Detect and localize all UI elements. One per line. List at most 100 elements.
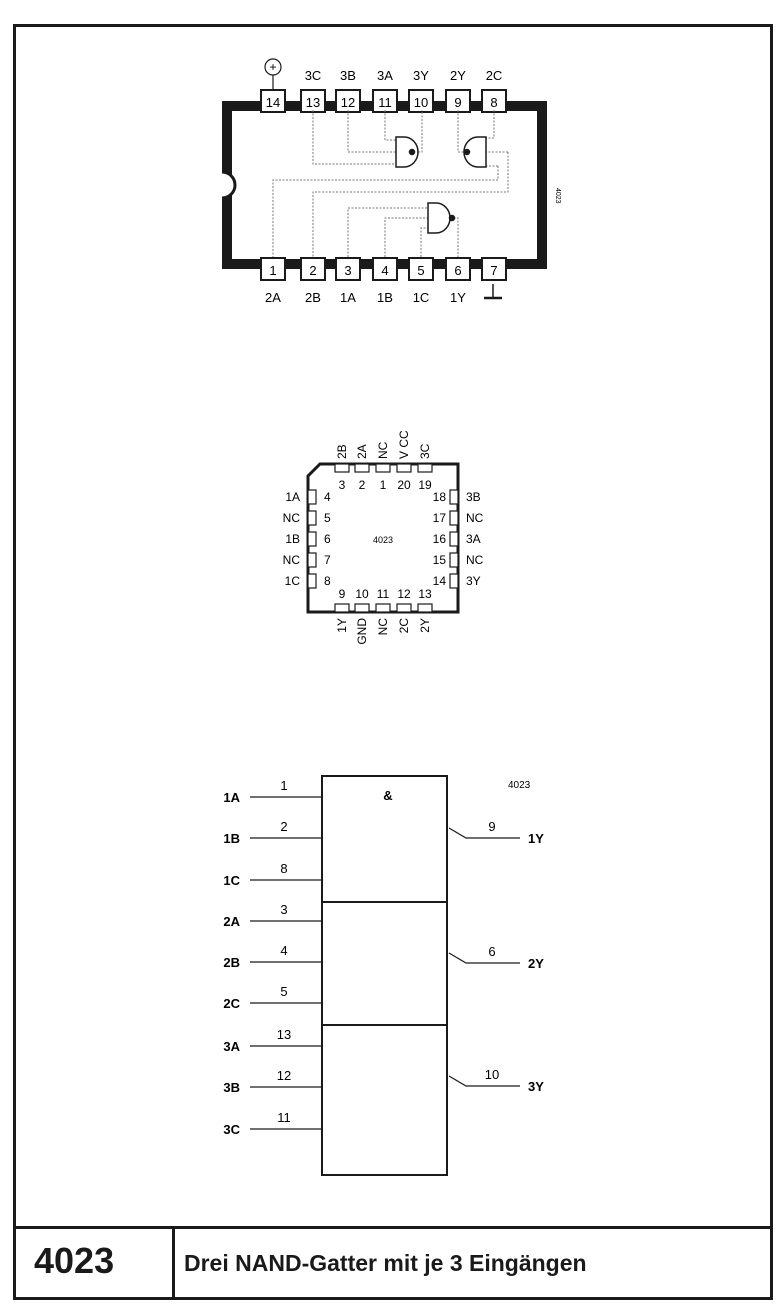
dip-pin-label: 3Y <box>413 68 429 83</box>
input-pin-number: 1 <box>280 778 287 793</box>
dip-pin-number: 13 <box>306 95 320 110</box>
ground-icon <box>484 284 502 300</box>
footer-bar <box>13 1226 773 1300</box>
input-pin-number: 8 <box>280 861 287 876</box>
plcc-pad <box>449 531 459 547</box>
input-name: 3B <box>223 1080 240 1095</box>
input-name: 3C <box>223 1122 240 1137</box>
dip-pin-box <box>260 257 286 281</box>
logic-block <box>321 775 448 1176</box>
input-name: 2C <box>223 996 240 1011</box>
plcc-pad <box>307 552 317 568</box>
input-pin-number: 12 <box>277 1068 291 1083</box>
plcc-pin-label: NC <box>376 618 390 636</box>
dip-pin-label: 1B <box>377 290 393 305</box>
dip-pin-box <box>445 257 471 281</box>
dip-pin-number: 7 <box>490 263 497 278</box>
plcc-pin-number: 13 <box>418 587 432 601</box>
chip-title: Drei NAND-Gatter mit je 3 Eingängen <box>184 1250 587 1276</box>
dip-pin-number: 2 <box>309 263 316 278</box>
plcc-pin-label: 2Y <box>418 618 432 633</box>
dip-pin-label: 3A <box>377 68 393 83</box>
plcc-pin-number: 2 <box>359 478 366 492</box>
dip-notch <box>221 170 237 200</box>
plcc-pin-label: NC <box>283 553 301 567</box>
vcc-symbol: + <box>269 60 276 74</box>
plcc-pad <box>334 603 350 613</box>
output-pin-number: 9 <box>488 819 495 834</box>
dip-pin-label: 3B <box>340 68 356 83</box>
plcc-pin-label: 3A <box>466 532 481 546</box>
plcc-pin-label: 3Y <box>466 574 481 588</box>
plcc-pin-label: GND <box>355 618 369 645</box>
plcc-pad <box>354 463 370 473</box>
plcc-pad <box>449 552 459 568</box>
plcc-pin-label: NC <box>376 441 390 459</box>
dip-pin-label: 1C <box>413 290 430 305</box>
plcc-pin-number: 16 <box>433 532 447 546</box>
input-pin-number: 2 <box>280 819 287 834</box>
plcc-pin-label: 2A <box>355 444 369 459</box>
input-name: 2A <box>223 914 240 929</box>
output-name: 2Y <box>528 956 544 971</box>
output-line <box>448 952 520 964</box>
plcc-pin-label: NC <box>466 553 484 567</box>
plcc-pin-number: 8 <box>324 574 331 588</box>
plcc-pad <box>334 463 350 473</box>
plcc-pad <box>375 603 391 613</box>
input-pin-number: 11 <box>277 1110 291 1125</box>
dip-pin-number: 14 <box>266 95 280 110</box>
plcc-pad <box>396 463 412 473</box>
plcc-pin-number: 7 <box>324 553 331 567</box>
dip-pin-box <box>300 257 326 281</box>
input-name: 1A <box>223 790 240 805</box>
plcc-pin-label: 2C <box>397 618 411 634</box>
dip-pin-number: 10 <box>414 95 428 110</box>
input-name: 2B <box>223 955 240 970</box>
dip-pin-box <box>408 257 434 281</box>
logic-side-text: 4023 <box>508 780 531 791</box>
dip-pin-box <box>372 257 398 281</box>
plcc-pin-label: 1B <box>285 532 300 546</box>
plcc-pad <box>449 510 459 526</box>
plcc-pin-number: 18 <box>433 490 447 504</box>
dip-gates <box>395 136 487 234</box>
plcc-pad <box>417 463 433 473</box>
input-pin-number: 13 <box>277 1027 291 1042</box>
plcc-pin-number: 12 <box>397 587 411 601</box>
footer-divider <box>172 1226 175 1300</box>
logic-symbol: & 4023 1A11B21C82A32B42C53A133B123C111Y9… <box>223 775 544 1176</box>
plcc-pin-number: 4 <box>324 490 331 504</box>
input-pin-number: 4 <box>280 943 287 958</box>
plcc-pad <box>449 489 459 505</box>
plcc-pin-label: 3B <box>466 490 481 504</box>
dip-body <box>222 101 547 269</box>
plcc-center-text: 4023 <box>373 535 393 545</box>
dip-pin-label: 2A <box>265 290 281 305</box>
input-name: 3A <box>223 1039 240 1054</box>
plcc-pin-label: 2B <box>335 444 349 459</box>
dip-gate-3-icon <box>395 136 419 168</box>
plcc-pad <box>307 510 317 526</box>
plcc-pin-number: 20 <box>397 478 411 492</box>
plcc-pad <box>375 463 391 473</box>
plcc-pin-number: 17 <box>433 511 447 525</box>
plcc-pad <box>307 489 317 505</box>
dip-side-text: 4023 <box>554 188 561 204</box>
output-pin-number: 10 <box>485 1067 499 1082</box>
and-symbol: & <box>383 788 392 803</box>
plcc-pin-number: 11 <box>377 587 390 601</box>
plcc-pin-label: 3C <box>418 443 432 459</box>
dip-pin-box <box>335 257 361 281</box>
output-name: 1Y <box>528 831 544 846</box>
dip-pin-number: 6 <box>454 263 461 278</box>
dip-internal-wiring <box>272 110 509 257</box>
dip-pin-box <box>481 257 507 281</box>
plcc-pad <box>449 573 459 589</box>
